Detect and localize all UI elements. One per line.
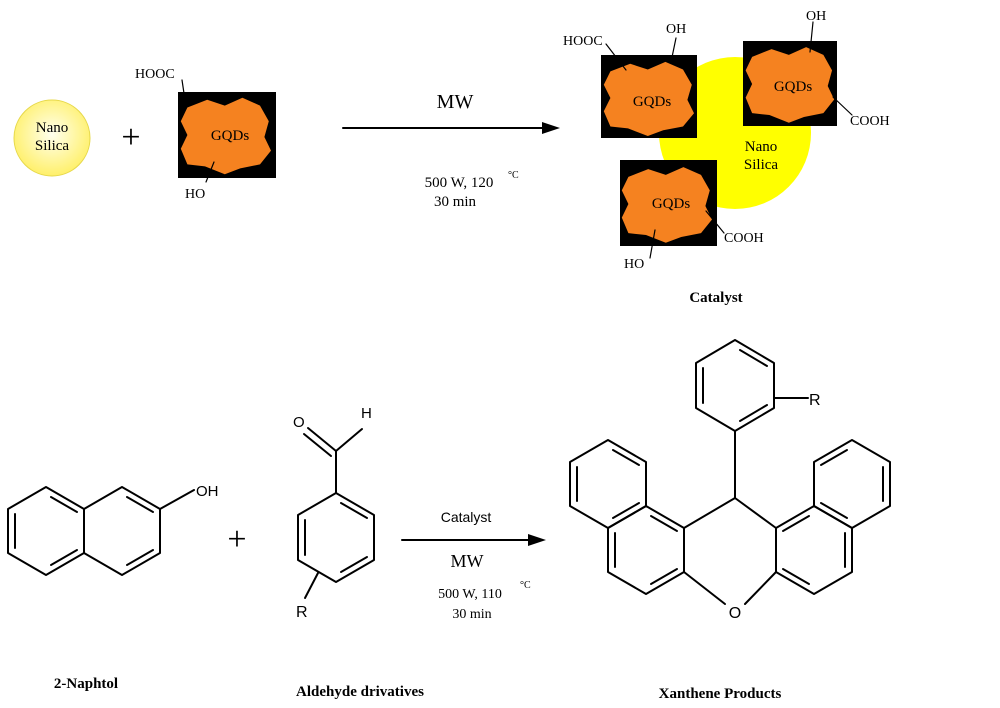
nano-silica-reactant: Nano Silica — [13, 99, 91, 177]
tl-oh-bond — [670, 37, 677, 63]
aldehyde-r: R — [296, 604, 308, 621]
nano-silica-label-1: Nano — [36, 120, 69, 136]
arrow2-degree: °C — [520, 580, 531, 591]
gqd-cooh-label: HOOC — [135, 67, 175, 82]
catalyst-silica-label-2: Silica — [744, 157, 779, 173]
arrow1-degree: °C — [508, 170, 519, 181]
tl-cooh-bond — [605, 43, 627, 71]
gqd-oh-label: HO — [185, 187, 205, 202]
aldehyde-h: H — [361, 405, 372, 422]
tr-oh-label: OH — [806, 9, 826, 24]
bl-cooh-label: COOH — [724, 231, 764, 246]
catalyst-gqd-tr-label: GQDs — [774, 79, 812, 95]
nano-silica-label-2: Silica — [35, 138, 70, 154]
naphthol-caption: 2-Naphtol — [54, 676, 118, 692]
plus-sign-2: + — [227, 521, 246, 558]
catalyst-gqd-tl-label: GQDs — [633, 94, 671, 110]
tr-cooh-label: COOH — [850, 114, 890, 129]
catalyst-gqd-bl-label: GQDs — [652, 196, 690, 212]
bl-oh-bond — [649, 229, 656, 259]
xanthene-caption: Xanthene Products — [659, 686, 782, 702]
catalyst-silica-label-1: Nano — [745, 139, 778, 155]
gqd-label: GQDs — [211, 128, 249, 144]
tr-oh-bond — [809, 21, 814, 53]
catalyst-caption: Catalyst — [689, 290, 742, 306]
naphthol-oh: OH — [196, 483, 219, 500]
arrow2-mw-label: MW — [451, 551, 484, 571]
xanthene-structure: R O Xanthene Products — [569, 339, 891, 702]
reaction-arrow-1: MW 500 W, 120 °C 30 min — [342, 91, 560, 210]
naphthol-structure: OH 2-Naphtol — [7, 483, 219, 692]
reaction-arrow-2: Catalyst MW 500 W, 110 °C 30 min — [401, 509, 546, 622]
aldehyde-o: O — [293, 414, 305, 431]
aldehyde-structure: O H R Aldehyde drivatives — [293, 405, 424, 700]
arrow2-time: 30 min — [452, 607, 491, 622]
bl-oh-label: HO — [624, 257, 644, 272]
arrow1-time: 30 min — [434, 194, 477, 210]
aldehyde-caption: Aldehyde drivatives — [296, 684, 424, 700]
arrow2-catalyst-label: Catalyst — [441, 509, 492, 525]
catalyst-product: Nano Silica GQDs HOOC OH GQDs OH COOH GQ… — [563, 9, 890, 306]
arrow1-power-temp: 500 W, 120 — [425, 175, 494, 191]
bl-cooh-bond — [705, 210, 725, 234]
tl-oh-label: OH — [666, 22, 686, 37]
gqd-oh-bond — [205, 161, 215, 183]
tr-cooh-bond — [832, 96, 853, 116]
gqd-cooh-bond — [181, 79, 186, 101]
gqd-reactant: GQDs HOOC HO — [135, 67, 276, 202]
xanthene-r: R — [809, 392, 821, 409]
tl-cooh-label: HOOC — [563, 34, 603, 49]
arrow2-power-temp: 500 W, 110 — [438, 587, 502, 602]
plus-sign-1: + — [121, 119, 140, 156]
nano-silica-sphere — [13, 99, 91, 177]
arrow1-mw-label: MW — [437, 91, 474, 113]
xanthene-o: O — [729, 605, 741, 622]
